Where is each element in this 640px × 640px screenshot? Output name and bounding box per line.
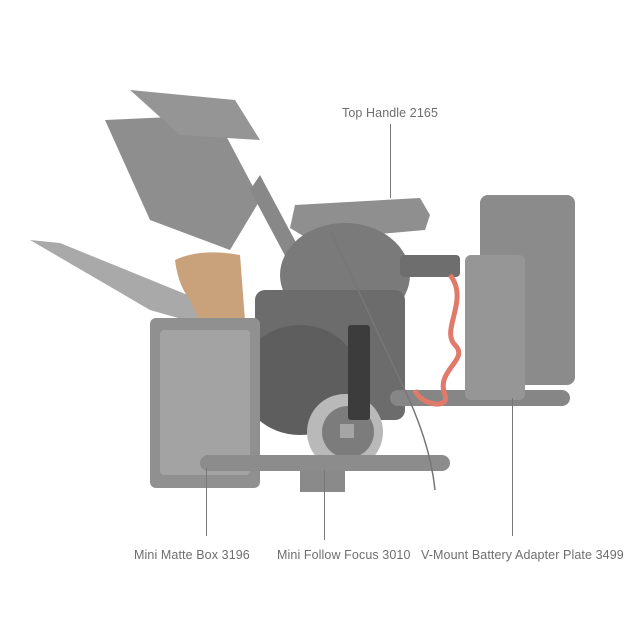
- red-cable: [412, 273, 462, 407]
- monitor-mount: [130, 90, 260, 140]
- rod-lower: [200, 455, 450, 471]
- leader-vmount-plate: [512, 398, 513, 536]
- leader-follow-focus: [324, 470, 325, 540]
- leader-matte-box: [206, 468, 207, 536]
- label-matte-box: Mini Matte Box 3196: [134, 548, 250, 562]
- monitor: [105, 115, 260, 250]
- label-follow-focus: Mini Follow Focus 3010: [277, 548, 411, 562]
- matte-box-flag: [30, 240, 230, 330]
- leader-top-handle: [390, 124, 391, 198]
- label-vmount-plate: V-Mount Battery Adapter Plate 3499: [421, 548, 624, 562]
- side-plate: [348, 325, 370, 420]
- wood-handle: [175, 252, 245, 322]
- label-top-handle: Top Handle 2165: [342, 106, 439, 120]
- vmount-plate: [465, 255, 525, 400]
